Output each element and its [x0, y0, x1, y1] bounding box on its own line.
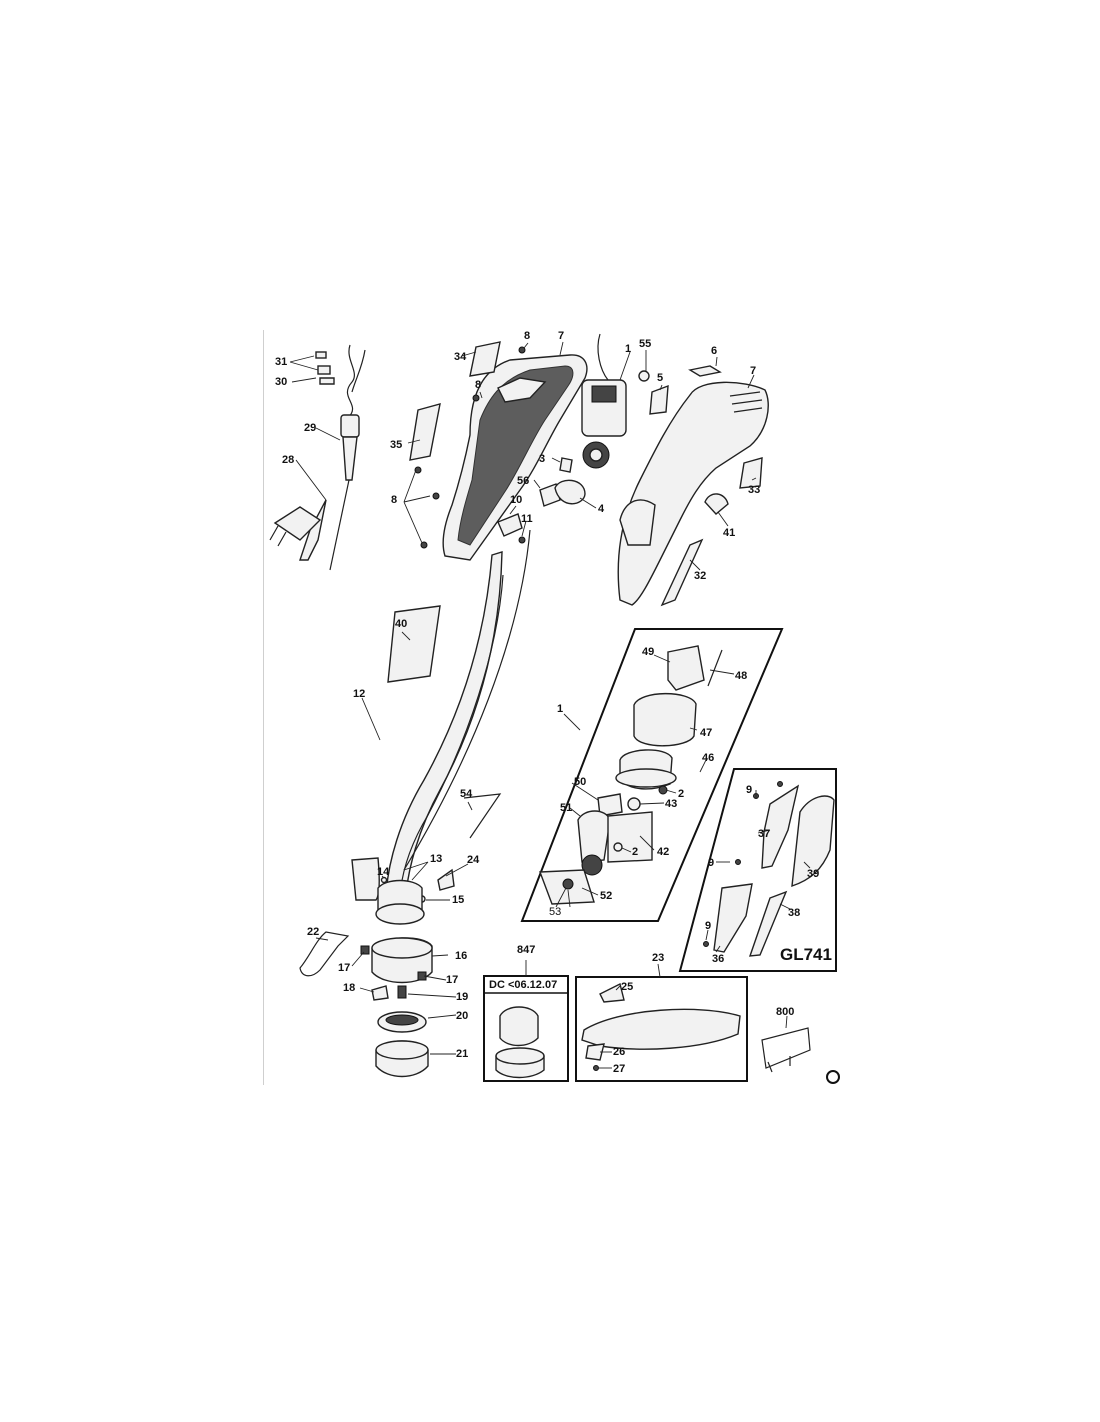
callout-11: 11 — [521, 513, 533, 525]
callout-42: 42 — [657, 846, 670, 858]
callout-17-left: 17 — [338, 962, 351, 974]
callout-36: 36 — [712, 953, 725, 965]
callout-4: 4 — [598, 503, 605, 515]
callout-19: 19 — [456, 991, 469, 1003]
callout-13: 13 — [430, 853, 443, 865]
callout-48: 48 — [735, 670, 748, 682]
callout-2-lower: 2 — [632, 846, 639, 858]
power-cord-assembly — [269, 344, 366, 571]
callout-7-right: 7 — [750, 365, 757, 377]
callout-8-mid: 8 — [475, 379, 482, 391]
callout-21: 21 — [456, 1048, 469, 1060]
callout-24: 24 — [467, 854, 480, 866]
callout-6: 6 — [711, 345, 718, 357]
callout-20: 20 — [456, 1010, 469, 1022]
callout-39: 39 — [807, 868, 820, 880]
left-housing-half — [409, 341, 588, 561]
callout-1-top: 1 — [625, 343, 632, 355]
callout-56: 56 — [517, 475, 530, 487]
callout-40: 40 — [395, 618, 408, 630]
callout-17-right: 17 — [446, 974, 459, 986]
gl741-guard-parts — [703, 781, 835, 957]
callout-14: 14 — [377, 866, 390, 878]
leader-lines — [289, 341, 811, 1069]
callout-10: 10 — [510, 494, 523, 506]
callout-12: 12 — [353, 688, 366, 700]
callout-800: 800 — [776, 1006, 795, 1018]
callout-49: 49 — [642, 646, 655, 658]
callout-22: 22 — [307, 926, 320, 938]
callout-2-upper: 2 — [678, 788, 685, 800]
callout-8-group: 8 — [391, 494, 398, 506]
callout-28: 28 — [282, 454, 295, 466]
callout-9-mid: 9 — [708, 857, 715, 869]
callout-25: 25 — [621, 981, 634, 993]
callout-27: 27 — [613, 1063, 626, 1075]
callout-52: 52 — [600, 890, 613, 902]
callout-43: 43 — [665, 798, 678, 810]
callout-35: 35 — [390, 439, 403, 451]
callout-16: 16 — [455, 950, 468, 962]
callout-3: 3 — [539, 453, 546, 465]
margin-line — [263, 330, 264, 1085]
callout-1-detail: 1 — [557, 703, 564, 715]
model-label: GL741 — [780, 945, 832, 964]
callout-55: 55 — [639, 338, 652, 350]
callout-5: 5 — [657, 372, 664, 384]
callout-8-top: 8 — [524, 330, 531, 342]
callout-32: 32 — [694, 570, 707, 582]
callout-34: 34 — [454, 351, 467, 363]
part-800 — [761, 1027, 811, 1073]
callout-51: 51 — [560, 802, 573, 814]
callout-26: 26 — [613, 1046, 626, 1058]
callout-15: 15 — [452, 894, 465, 906]
date-note: DC <06.12.07 — [489, 979, 558, 991]
callout-38: 38 — [788, 907, 801, 919]
callout-18: 18 — [343, 982, 356, 994]
callout-33: 33 — [748, 484, 761, 496]
callout-9-top: 9 — [746, 784, 753, 796]
guard-23-parts — [581, 982, 741, 1071]
callout-31: 31 — [275, 356, 288, 368]
callout-46: 46 — [702, 752, 715, 764]
callout-47: 47 — [700, 727, 713, 739]
right-housing-half — [617, 381, 769, 607]
callout-7-left: 7 — [558, 330, 565, 342]
callout-54: 54 — [460, 788, 473, 800]
shaft-tube — [351, 529, 531, 903]
callout-29: 29 — [304, 422, 317, 434]
spool-head-assembly — [299, 879, 433, 1078]
motor-parts-top — [497, 333, 722, 544]
motor-detail-parts — [539, 645, 723, 905]
callout-37: 37 — [758, 828, 771, 840]
callout-847: 847 — [517, 944, 536, 956]
callout-23: 23 — [652, 952, 665, 964]
callout-41: 41 — [723, 527, 736, 539]
callout-50: 50 — [574, 776, 587, 788]
callout-53: 53 — [549, 906, 562, 918]
spool-847-parts — [495, 1006, 545, 1079]
callout-30: 30 — [275, 376, 288, 388]
callout-9-low: 9 — [705, 920, 712, 932]
corner-mark: © — [829, 1072, 836, 1084]
